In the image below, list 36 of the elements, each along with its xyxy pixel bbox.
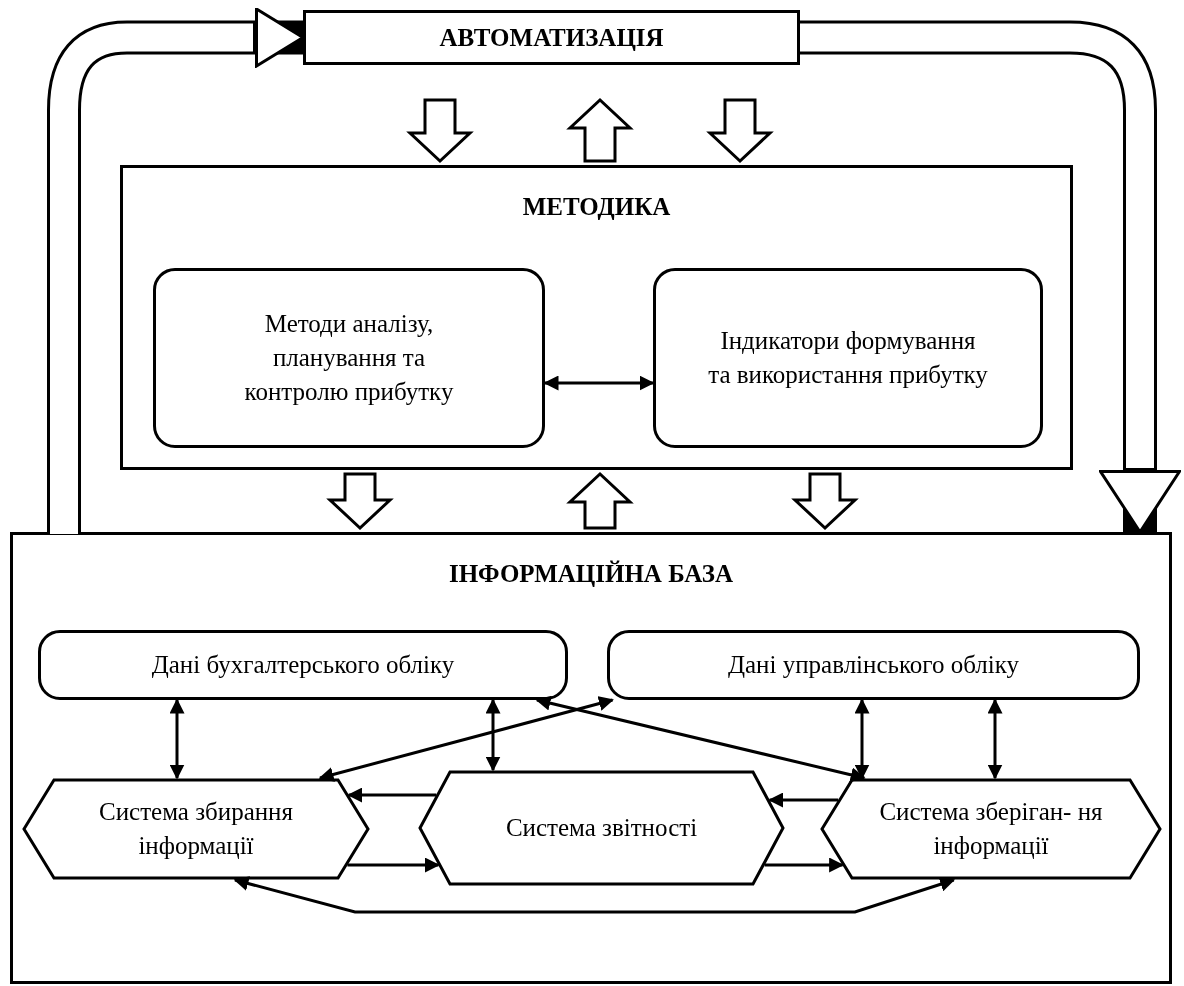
arrow [535, 695, 866, 783]
arrow [318, 696, 614, 782]
box-label: Система звітності [505, 813, 698, 844]
process-box [303, 10, 800, 65]
box-label: Індикатори формування та використання прибутку [708, 326, 988, 390]
rounded-box [153, 268, 545, 448]
process-box [120, 165, 1073, 470]
box-label: Дані бухгалтерського обліку [151, 650, 455, 681]
arrow [764, 857, 845, 873]
arrow [169, 698, 185, 780]
curved-block-arrow [47, 7, 305, 532]
box-label: Система зберіган- ня інформації [878, 797, 1104, 861]
rounded-box [607, 630, 1140, 700]
arrow [987, 698, 1003, 780]
box-label: Дані управлінського обліку [727, 650, 1019, 681]
block-arrow [566, 471, 634, 530]
box-label: Система збирання інформації [98, 797, 294, 861]
arrow [347, 857, 440, 873]
block-arrow [791, 472, 859, 531]
arrow [768, 792, 839, 808]
rounded-box [38, 630, 568, 700]
block-arrow [326, 472, 394, 531]
box-label: Методи аналізу, планування та контролю прибутку [243, 309, 455, 407]
process-box [10, 532, 1172, 984]
arrow [347, 787, 437, 803]
curved-block-arrow [800, 20, 1181, 534]
block-arrow [706, 98, 774, 164]
arrow [233, 876, 956, 914]
section-title: МЕТОДИКА [522, 192, 671, 222]
arrow [543, 375, 655, 391]
arrow [485, 698, 501, 772]
rounded-box [653, 268, 1043, 448]
section-title: АВТОМАТИЗАЦІЯ [439, 22, 664, 53]
block-arrow [406, 98, 474, 164]
block-arrow [566, 97, 634, 163]
section-title: ІНФОРМАЦІЙНА БАЗА [448, 559, 734, 589]
